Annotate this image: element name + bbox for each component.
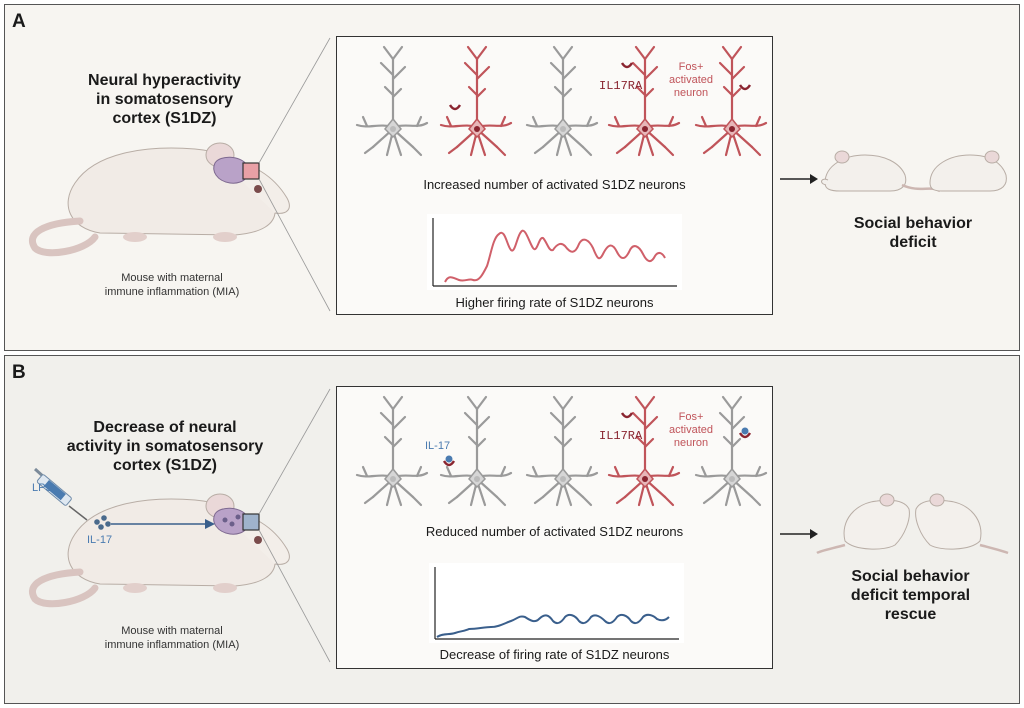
panel-b-mouse-caption-line-1: Mouse with maternal <box>121 625 223 637</box>
panel-a-chart-caption: Higher firing rate of S1DZ neurons <box>455 295 654 310</box>
panel-a-result-arrow <box>780 174 818 184</box>
lps-label: LPS <box>32 482 53 494</box>
fos-label-b-line-3: neuron <box>674 437 708 449</box>
panel-a-result: Social behavior deficit <box>818 214 1008 252</box>
s1dz-zoom-box-a <box>242 162 260 180</box>
panel-a-title-line-1: Neural hyperactivity <box>88 72 241 89</box>
panel-b-firing-chart <box>429 563 684 643</box>
neuron-b-2 <box>439 395 513 507</box>
panel-a-neuron-labels: IL17RA Fos+ activated neuron <box>599 61 713 99</box>
firing-trace-a <box>444 229 666 283</box>
panel-b-result: Social behavior deficit temporal rescue <box>813 567 1008 624</box>
panel-a-title-line-3: cortex (S1DZ) <box>112 110 217 127</box>
fos-label-b-line-2: activated <box>669 424 713 436</box>
neuron-a-5-activated <box>694 45 768 157</box>
mia-mouse-illustration-b <box>29 388 331 663</box>
mia-mouse-illustration-a <box>29 37 331 312</box>
il17-injection-label: IL-17 <box>87 534 113 546</box>
fos-label-a-line-1: Fos+ <box>679 61 704 73</box>
panel-b-mouse-caption: Mouse with maternal immune inflammation … <box>87 624 257 652</box>
panel-a: A Neural hyperactivity in somatosensory … <box>4 4 1020 351</box>
panel-a-firing-chart-svg <box>432 218 677 287</box>
il17-label-b: IL-17 <box>425 440 450 452</box>
lps-syringe-icon <box>33 467 88 521</box>
panel-a-title: Neural hyperactivity in somatosensory co… <box>57 71 272 128</box>
panel-b-letter: B <box>12 362 26 383</box>
panel-a-letter: A <box>12 11 26 32</box>
panel-a-mouse-caption-line-1: Mouse with maternal <box>121 272 223 284</box>
fos-label-a-line-2: activated <box>669 74 713 86</box>
panel-b-neuron-row <box>355 395 768 507</box>
s1dz-zoom-box-b <box>242 513 260 531</box>
neuron-b-4-activated <box>607 395 681 507</box>
panel-b: B Decrease of neural activity in somatos… <box>4 355 1020 704</box>
panel-b-mouse-caption-line-2: immune inflammation (MIA) <box>104 639 240 651</box>
fos-label-b-line-1: Fos+ <box>679 411 704 423</box>
neuron-a-2-activated <box>439 45 513 157</box>
panel-a-result-line-1: Social behavior <box>853 215 973 232</box>
panel-a-neuron-row <box>355 45 768 157</box>
panel-b-neuron-caption: Reduced number of activated S1DZ neurons <box>425 524 684 539</box>
social-rescue-mice-illustration <box>816 493 1009 555</box>
panel-b-chart-caption: Decrease of firing rate of S1DZ neurons <box>439 647 670 662</box>
neuron-b-3 <box>525 395 599 507</box>
fos-label-a-line-3: neuron <box>674 87 708 99</box>
panel-b-firing-chart-svg <box>434 567 679 640</box>
panel-a-result-line-2: deficit <box>889 234 937 251</box>
social-deficit-mice-illustration <box>821 150 1007 193</box>
il17ra-label-a: IL17RA <box>599 79 643 93</box>
panel-a-neuron-caption: Increased number of activated S1DZ neuro… <box>423 177 686 192</box>
panel-b-result-arrow <box>780 529 818 539</box>
panel-b-title: Decrease of neural activity in somatosen… <box>55 418 275 475</box>
panel-b-title-line-1: Decrease of neural <box>93 419 237 436</box>
panel-b-result-line-3: rescue <box>884 606 937 623</box>
panel-a-firing-chart <box>427 214 682 290</box>
il17ra-label-b: IL17RA <box>599 429 643 443</box>
panel-b-title-line-2: activity in somatosensory <box>66 438 264 455</box>
panel-b-title-line-3: cortex (S1DZ) <box>112 457 218 474</box>
panel-b-result-line-2: deficit temporal <box>850 587 971 604</box>
panel-b-neuron-labels: IL-17 IL17RA Fos+ activated neuron <box>425 411 713 452</box>
firing-trace-b <box>436 613 670 638</box>
neuron-a-4-activated <box>607 45 681 157</box>
panel-a-title-line-2: in somatosensory <box>96 91 233 108</box>
neuron-b-1 <box>355 395 429 507</box>
panel-b-result-line-1: Social behavior <box>851 568 970 585</box>
panel-b-inset: IL-17 IL17RA Fos+ activated neuron Reduc… <box>336 386 773 669</box>
panel-a-mouse-caption: Mouse with maternal immune inflammation … <box>87 271 257 299</box>
neuron-a-3 <box>525 45 599 157</box>
neuron-a-1 <box>355 45 429 157</box>
panel-a-mouse-caption-line-2: immune inflammation (MIA) <box>104 286 240 298</box>
neuron-b-5 <box>694 395 768 507</box>
panel-a-inset: IL17RA Fos+ activated neuron Increased n… <box>336 36 773 315</box>
